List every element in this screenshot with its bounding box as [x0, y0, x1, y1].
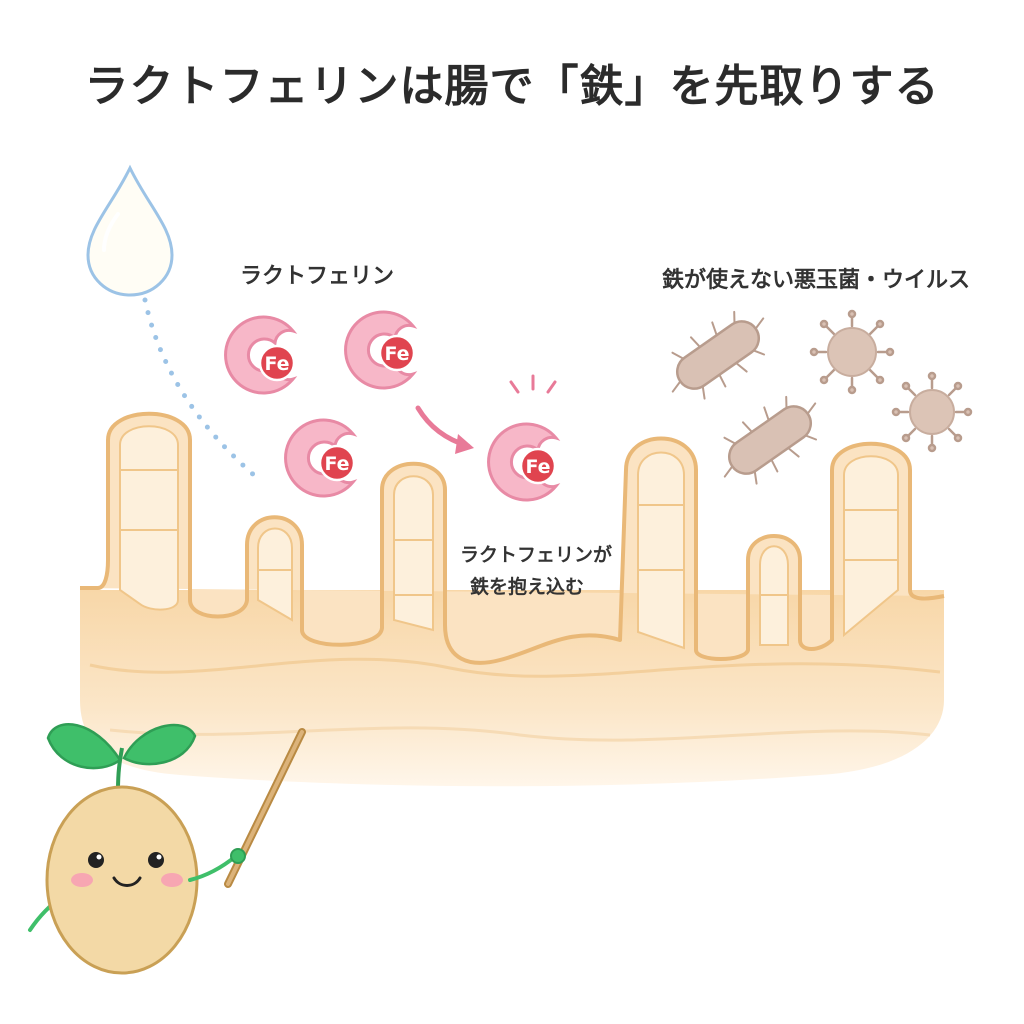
- iron-label: Fe: [324, 453, 349, 475]
- pointer-stick-icon: [224, 728, 306, 888]
- milk-drop-icon: [86, 164, 174, 297]
- sprout-mascot-icon: [28, 723, 238, 975]
- lactoferrin-icon: Fe: [487, 422, 561, 502]
- lactoferrin-icon: Fe: [284, 418, 358, 498]
- virus-icon: [891, 371, 973, 453]
- iron-label: Fe: [384, 343, 409, 365]
- milk-path-dotted: [142, 297, 265, 485]
- iron-label: Fe: [264, 353, 289, 375]
- iron-label: Fe: [525, 456, 550, 478]
- bacteria-icon: [723, 395, 818, 485]
- capture-arrow: [415, 405, 474, 454]
- villus-cores: [119, 425, 899, 650]
- bacteria-icon: [671, 310, 766, 400]
- page-title: ラクトフェリンは腸で「鉄」を先取りする: [84, 61, 940, 112]
- virus-icon: [809, 309, 895, 395]
- lactoferrin-label: ラクトフェリン: [240, 264, 395, 289]
- intestinal-villi: [80, 411, 945, 665]
- sparkle-marks: [509, 374, 557, 394]
- capture-caption-line2: 鉄を抱え込む: [470, 576, 585, 598]
- capture-caption-line1: ラクトフェリンが: [460, 544, 613, 566]
- bad-microbes-label: 鉄が使えない悪玉菌・ウイルス: [662, 268, 971, 293]
- lactoferrin-icon: Fe: [224, 315, 298, 395]
- lactoferrin-icon: Fe: [344, 310, 418, 390]
